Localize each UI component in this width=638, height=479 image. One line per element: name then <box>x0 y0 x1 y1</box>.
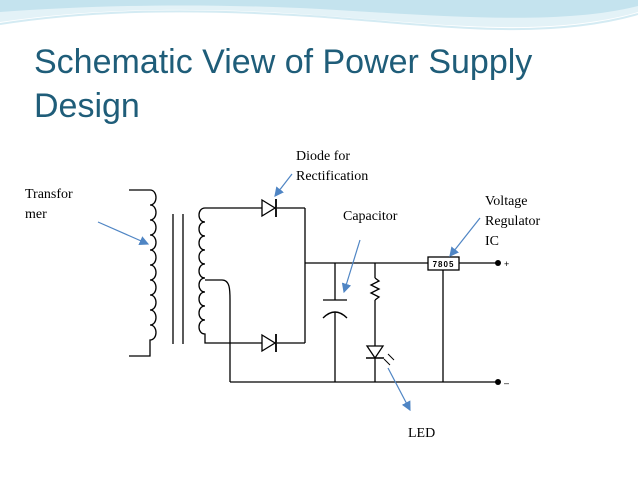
led-arrow <box>387 367 411 412</box>
header-wave-decoration <box>0 0 638 31</box>
capacitor-arrow <box>341 239 361 294</box>
transformer-label-line-2: mer <box>25 207 47 222</box>
regulator-label-line-1: Voltage <box>485 194 528 209</box>
led-symbol <box>365 345 395 366</box>
diode-label-line-1: Diode for <box>296 149 351 164</box>
slide-title: Schematic View of Power Supply Design <box>34 40 614 128</box>
minus-sign: – <box>504 378 509 388</box>
title-line-2: Design <box>34 87 140 125</box>
plus-sign: + <box>504 259 509 269</box>
transformer-primary-coil <box>129 189 157 357</box>
center-tap-wire <box>205 279 231 382</box>
capacitor-label: Capacitor <box>343 209 398 224</box>
led-label: LED <box>408 426 436 441</box>
transformer-arrow <box>97 221 150 246</box>
diode-label-line-2: Rectification <box>296 169 369 184</box>
transformer-label: Transfor mer <box>25 185 73 225</box>
diode-bottom <box>261 333 277 353</box>
negative-terminal <box>495 379 501 385</box>
transformer-label-line-1: Transfor <box>25 187 73 202</box>
regulator-ic-box <box>427 256 460 271</box>
regulator-label-line-3: IC <box>485 234 499 249</box>
positive-terminal <box>495 260 501 266</box>
diode-label: Diode for Rectification <box>296 147 368 187</box>
regulator-label: Voltage Regulator IC <box>485 192 540 252</box>
diode-arrow <box>274 173 293 197</box>
resistor <box>369 277 381 301</box>
diode-top <box>261 198 277 218</box>
regulator-label-line-2: Regulator <box>485 214 541 229</box>
regulator-arrow <box>449 217 481 257</box>
title-line-1: Schematic View of Power Supply <box>34 43 533 81</box>
ic-marking: 7805 <box>433 260 455 269</box>
transformer-secondary-coil <box>198 207 265 344</box>
